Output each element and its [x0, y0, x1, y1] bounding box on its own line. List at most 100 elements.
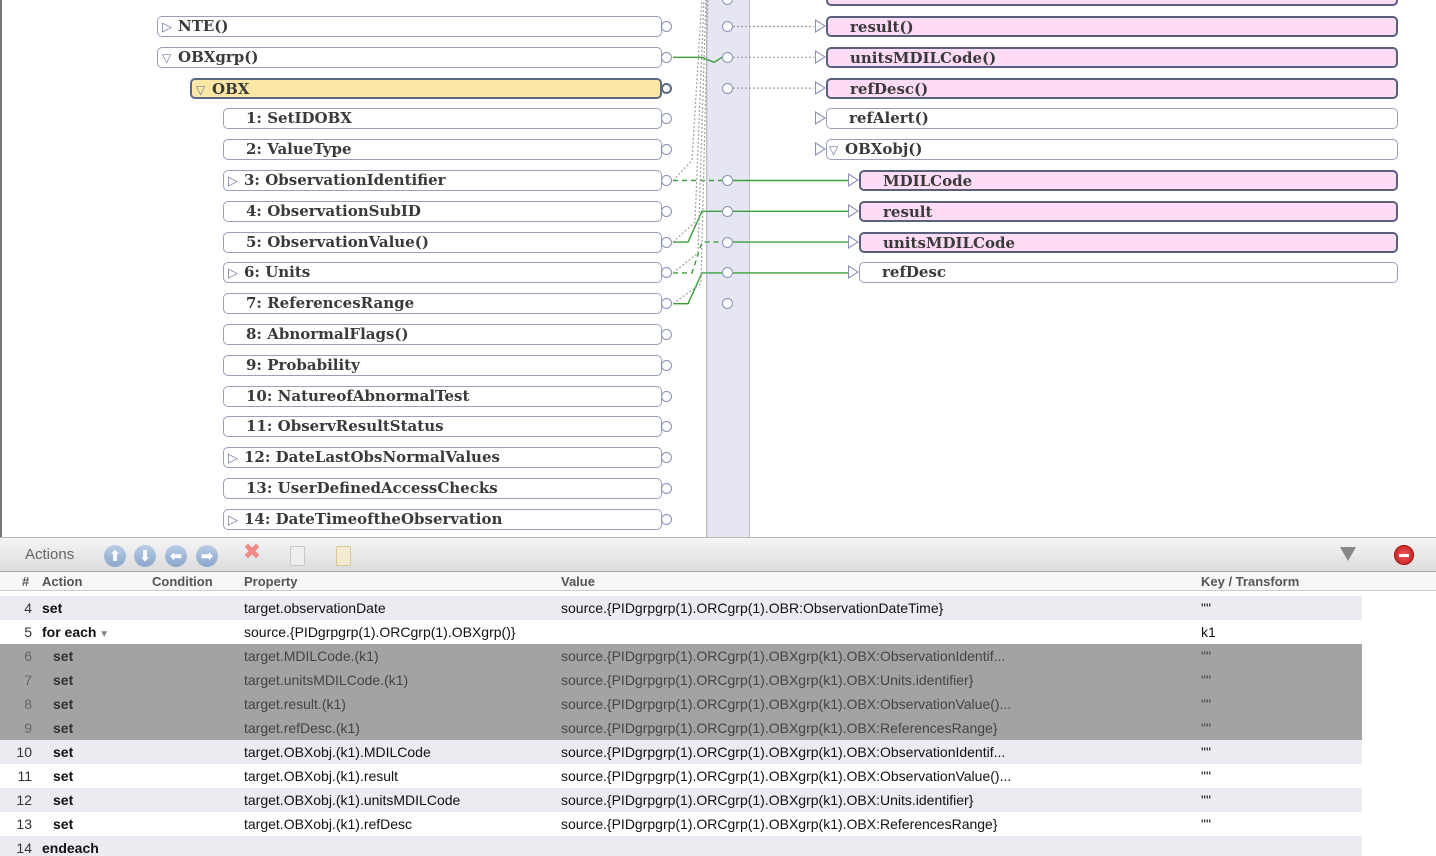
expand-arrow-icon[interactable]: ▷	[162, 20, 172, 35]
source-node-13-userdefinedaccesschecks[interactable]: 13: UserDefinedAccessChecks	[223, 478, 662, 499]
source-node-8-abnormalflags[interactable]: 8: AbnormalFlags()	[223, 324, 662, 345]
col-key-transform[interactable]: Key / Transform	[1201, 574, 1300, 589]
collapse-arrow-icon[interactable]: ▽	[196, 82, 206, 97]
collapse-arrow-icon[interactable]: ▽	[162, 50, 172, 65]
source-node-10-natureofabnormaltest[interactable]: 10: NatureofAbnormalTest	[223, 385, 662, 407]
target-port-icon[interactable]	[848, 234, 859, 249]
target-node-unitsmdilcode[interactable]: unitsMDILCode	[859, 231, 1398, 253]
row-value-text: source.{PIDgrpgrp(1).ORCgrp(1).OBXgrp(k1…	[561, 648, 1006, 664]
target-port-icon[interactable]	[815, 142, 826, 157]
source-port-icon[interactable]	[661, 513, 672, 525]
source-node-nte[interactable]: ▷NTE()	[157, 16, 662, 37]
expand-arrow-icon[interactable]: ▷	[228, 451, 238, 467]
expand-arrow-icon[interactable]: ▷	[228, 512, 238, 528]
expand-arrow-icon[interactable]: ▷	[228, 266, 238, 282]
source-node-2-valuetype[interactable]: 2: ValueType	[223, 139, 662, 161]
source-node-obx[interactable]: ▽OBX	[190, 77, 662, 99]
source-port-icon[interactable]	[661, 205, 672, 217]
move-up-icon[interactable]: ⬆	[104, 545, 126, 567]
target-port-icon[interactable]	[848, 203, 859, 218]
target-node-unitsmdilcode[interactable]: unitsMDILCode()	[826, 46, 1398, 68]
paste-icon[interactable]	[336, 546, 351, 566]
collapse-arrow-icon[interactable]: ▽	[829, 143, 839, 158]
source-node-5-observationvalue[interactable]: 5: ObservationValue()	[223, 231, 662, 253]
target-node-refdesc[interactable]: refDesc	[859, 262, 1398, 284]
col-property[interactable]: Property	[244, 574, 298, 589]
link-node-icon[interactable]	[722, 175, 733, 186]
delete-x-icon[interactable]: ✖	[242, 540, 262, 565]
source-port-icon[interactable]	[661, 452, 672, 464]
move-left-icon[interactable]: ⬅	[165, 545, 187, 567]
mapping-canvas[interactable]: ▷NTE() ▽OBXgrp() ▽OBX 1: SetIDOBX 2: ValueTy…	[0, 0, 1436, 537]
row-number: 13	[0, 816, 32, 832]
target-node-refalert[interactable]: refAlert()	[826, 108, 1398, 130]
link-node-icon[interactable]	[722, 21, 733, 32]
source-node-14-datetimeoftheobservation[interactable]: ▷14: DateTimeoftheObservation	[223, 508, 662, 530]
source-port-icon[interactable]	[661, 82, 672, 94]
source-port-icon[interactable]	[661, 267, 672, 279]
target-port-icon[interactable]	[815, 80, 826, 95]
move-right-icon[interactable]: ➡	[196, 545, 218, 567]
source-port-icon[interactable]	[661, 236, 672, 248]
source-port-icon[interactable]	[661, 359, 672, 371]
remove-icon[interactable]	[1394, 545, 1414, 565]
link-node-icon[interactable]	[722, 298, 733, 310]
source-port-icon[interactable]	[661, 21, 672, 32]
target-node-obxobj[interactable]: ▽OBXobj()	[826, 139, 1398, 161]
link-node-icon[interactable]	[722, 205, 733, 217]
source-port-icon[interactable]	[661, 144, 672, 156]
col-value[interactable]: Value	[561, 574, 595, 589]
source-node-12-datelastobsnormalvalues[interactable]: ▷12: DateLastObsNormalValues	[223, 447, 662, 469]
copy-icon[interactable]	[290, 546, 305, 566]
target-port-icon[interactable]	[815, 19, 826, 33]
source-node-9-probability[interactable]: 9: Probability	[223, 354, 662, 376]
source-node-3-observationidentifier[interactable]: ▷3: ObservationIdentifier	[223, 170, 662, 191]
source-port-icon[interactable]	[661, 329, 672, 340]
source-node-1-setidobx[interactable]: 1: SetIDOBX	[223, 108, 662, 130]
expand-arrow-icon[interactable]: ▷	[228, 174, 238, 189]
dropdown-arrow-icon[interactable]: ▼	[96, 629, 110, 640]
source-port-icon[interactable]	[661, 175, 672, 186]
target-node-result[interactable]: result	[859, 200, 1398, 222]
target-port-icon[interactable]	[815, 111, 826, 126]
target-node-mdilcode[interactable]: MDILCode	[859, 170, 1398, 191]
target-node-result[interactable]: result()	[826, 16, 1398, 37]
target-port-icon[interactable]	[848, 173, 859, 187]
link-node-icon[interactable]	[722, 267, 733, 279]
filter-icon[interactable]	[1340, 547, 1356, 561]
col-action[interactable]: Action	[42, 574, 83, 589]
move-down-icon[interactable]: ⬇	[134, 545, 156, 567]
col-condition[interactable]: Condition	[152, 574, 213, 589]
source-port-icon[interactable]	[661, 390, 672, 402]
source-node-6-units[interactable]: ▷6: Units	[223, 262, 662, 284]
target-node-refdesc[interactable]: refDesc()	[826, 77, 1398, 99]
source-port-icon[interactable]	[661, 483, 672, 494]
link-node-icon[interactable]	[722, 82, 733, 94]
source-node-obxgrp[interactable]: ▽OBXgrp()	[157, 46, 662, 68]
target-port-icon[interactable]	[848, 265, 859, 280]
link-node-icon[interactable]	[722, 51, 733, 63]
source-port-icon[interactable]	[661, 298, 672, 310]
row-key-transform: ""	[1201, 744, 1211, 760]
source-node-7-referencesrange[interactable]: 7: ReferencesRange	[223, 293, 662, 315]
source-node-11-observresultstatus[interactable]: 11: ObservResultStatus	[223, 416, 662, 438]
source-node-4-observationsubid[interactable]: 4: ObservationSubID	[223, 200, 662, 222]
col-num[interactable]: #	[22, 574, 30, 589]
source-port-icon[interactable]	[661, 113, 672, 125]
link-node-icon[interactable]	[722, 236, 733, 248]
target-node-partial[interactable]	[826, 0, 1398, 6]
source-port-icon[interactable]	[661, 421, 672, 433]
source-port-icon[interactable]	[661, 51, 672, 63]
target-port-icon[interactable]	[815, 49, 826, 64]
